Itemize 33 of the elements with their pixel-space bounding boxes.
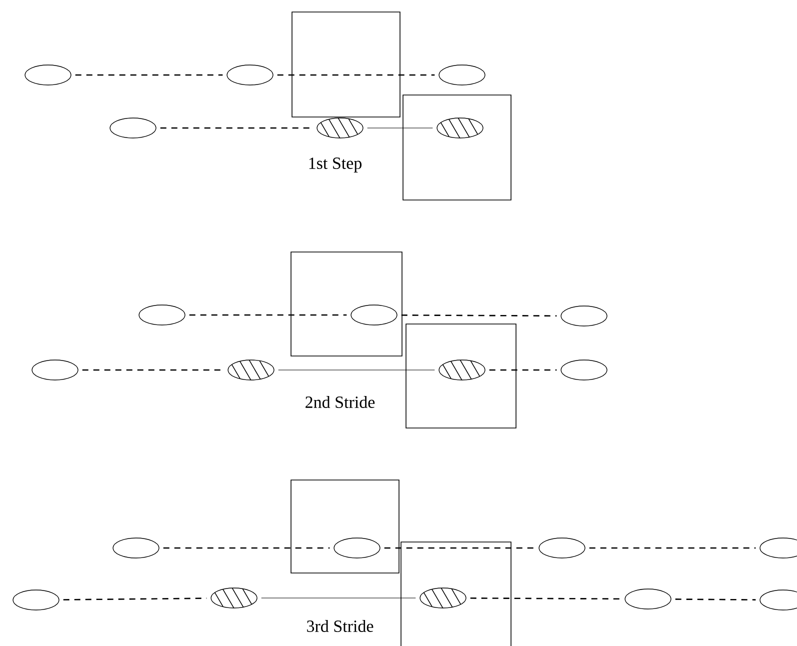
connector-line <box>470 598 621 600</box>
ellipse <box>560 306 608 326</box>
hatched-ellipse <box>420 588 466 608</box>
connector-line <box>277 74 435 76</box>
step-label: 3rd Stride <box>307 620 374 632</box>
ellipse <box>538 538 586 558</box>
connector-line <box>489 369 557 371</box>
ellipse <box>12 590 60 610</box>
connector-line <box>384 547 535 549</box>
ellipse <box>560 360 608 380</box>
step-label: 2nd Stride <box>306 396 375 408</box>
ellipse <box>32 360 78 380</box>
step-label: 1st Step <box>309 158 362 172</box>
connector-line <box>75 74 223 76</box>
connector-line <box>589 547 756 549</box>
ellipse <box>438 64 486 86</box>
hatched-ellipse <box>210 588 258 608</box>
ellipse <box>624 588 672 610</box>
connector-line <box>189 314 347 316</box>
connector-line <box>163 547 330 549</box>
ellipse <box>112 538 160 558</box>
hatched-ellipse <box>436 118 484 138</box>
connector-line <box>401 314 557 317</box>
ellipse <box>24 64 72 86</box>
ellipse <box>110 118 156 138</box>
hatched-ellipse <box>316 118 364 138</box>
connector-line <box>675 598 756 600</box>
ellipse <box>334 538 380 558</box>
ellipse <box>138 304 186 326</box>
ellipse <box>350 304 398 326</box>
ellipse <box>226 64 274 86</box>
hatched-ellipse <box>438 360 486 380</box>
hatched-ellipse <box>228 360 274 380</box>
